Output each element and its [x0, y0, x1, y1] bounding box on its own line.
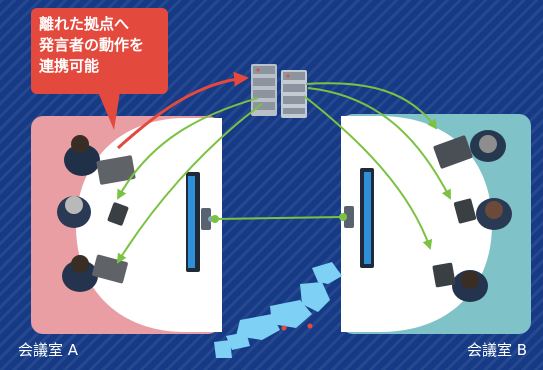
room-b-label: 会議室 B — [466, 341, 527, 359]
display-monitor-icon — [186, 172, 200, 272]
japan-map-icon — [214, 262, 342, 358]
meeting-participant-icon — [62, 254, 128, 292]
distribution-arrow — [117, 97, 259, 200]
callout-line: 離れた拠点へ — [39, 15, 130, 33]
callout-box: 離れた拠点へ 発言者の動作を 連携可能 — [31, 8, 168, 94]
meeting-participant-icon — [432, 262, 488, 302]
distribution-arrow — [303, 95, 433, 250]
video-link-line — [214, 216, 344, 220]
meeting-participant-icon — [433, 130, 506, 169]
sync-arrow — [116, 71, 249, 150]
distribution-arrow — [116, 103, 263, 264]
meeting-participant-icon — [453, 198, 512, 230]
callout-tail — [98, 92, 120, 130]
meeting-participant-icon — [57, 196, 129, 228]
callout-line: 発言者の動作を — [39, 36, 145, 54]
server-rack-icon — [251, 64, 307, 118]
distribution-arrow — [307, 87, 451, 200]
display-monitor-icon — [360, 168, 374, 268]
room-a-label: 会議室 A — [18, 341, 79, 359]
callout-line: 連携可能 — [39, 57, 100, 75]
distribution-arrow — [305, 82, 438, 130]
meeting-participant-icon — [64, 135, 136, 185]
